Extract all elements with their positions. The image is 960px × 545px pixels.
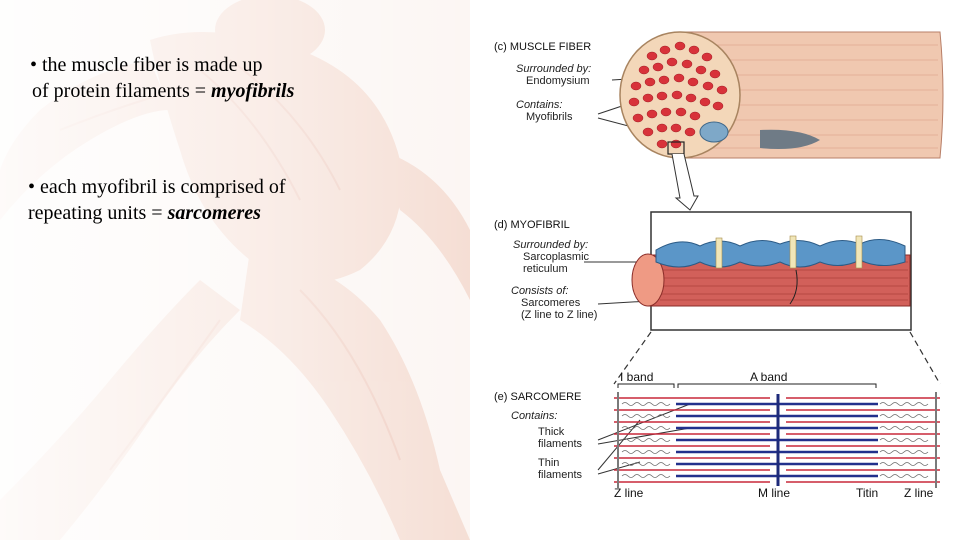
sarcomere-contains-label: Contains: [511,410,557,422]
i-band-label: I band [620,370,653,384]
fiber-contains-value: Myofibrils [526,111,573,123]
thin-filaments-label: filaments [538,469,583,481]
bullet-text: of protein filaments = [32,80,211,102]
m-line-label: M line [758,486,790,500]
bullet-emphasis: sarcomeres [168,202,261,224]
i-band-bracket [618,384,674,388]
myofibril-consists-value: Sarcomeres [521,297,581,309]
a-band-label: A band [750,370,787,384]
titin-label: Titin [856,486,878,500]
thick-filaments-label: Thick [538,426,565,438]
myofibril-heading: (d) MYOFIBRIL [494,219,570,231]
bullet-line: repeating units = sarcomeres [28,200,286,226]
muscle-structure-diagram: (c) MUSCLE FIBER Surrounded by: Endomysi… [470,0,960,540]
bullet-sarcomeres: • each myofibril is comprised of repeati… [28,174,286,226]
sarcomere-filaments [614,392,940,488]
myofibril-consists-value: (Z line to Z line) [521,309,597,321]
background-anatomy-panel: • the muscle fiber is made up of protein… [0,0,470,540]
bullet-text: repeating units = [28,202,168,224]
bullet-emphasis: myofibrils [211,80,294,102]
muscle-fiber-cylinder [620,32,943,158]
myofibril-surrounded-value: reticulum [523,263,568,275]
thick-filaments-label: filaments [538,438,583,450]
a-band-bracket [678,384,876,388]
z-line-left-label: Z line [614,486,644,500]
thin-filaments-label: Thin [538,457,559,469]
myofibril-consists-label: Consists of: [511,285,568,297]
bullet-line: • the muscle fiber is made up [30,52,294,78]
projection-line [910,332,940,384]
bullet-line: of protein filaments = myofibrils [32,78,294,104]
myofibril-surrounded-label: Surrounded by: [513,239,588,251]
fiber-contains-label: Contains: [516,99,562,111]
myofibril-cylinder [632,236,910,306]
bullet-myofibrils: • the muscle fiber is made up of protein… [30,52,294,104]
fiber-surrounded-value: Endomysium [526,75,590,87]
z-line-right-label: Z line [904,486,934,500]
zoom-arrow [672,154,698,210]
muscle-diagram-svg: (c) MUSCLE FIBER Surrounded by: Endomysi… [470,0,960,540]
sarcomere-heading: (e) SARCOMERE [494,391,581,403]
bullet-line: • each myofibril is comprised of [28,174,286,200]
fiber-surrounded-label: Surrounded by: [516,63,591,75]
myofibril-surrounded-value: Sarcoplasmic [523,251,590,263]
fiber-heading: (c) MUSCLE FIBER [494,41,591,53]
